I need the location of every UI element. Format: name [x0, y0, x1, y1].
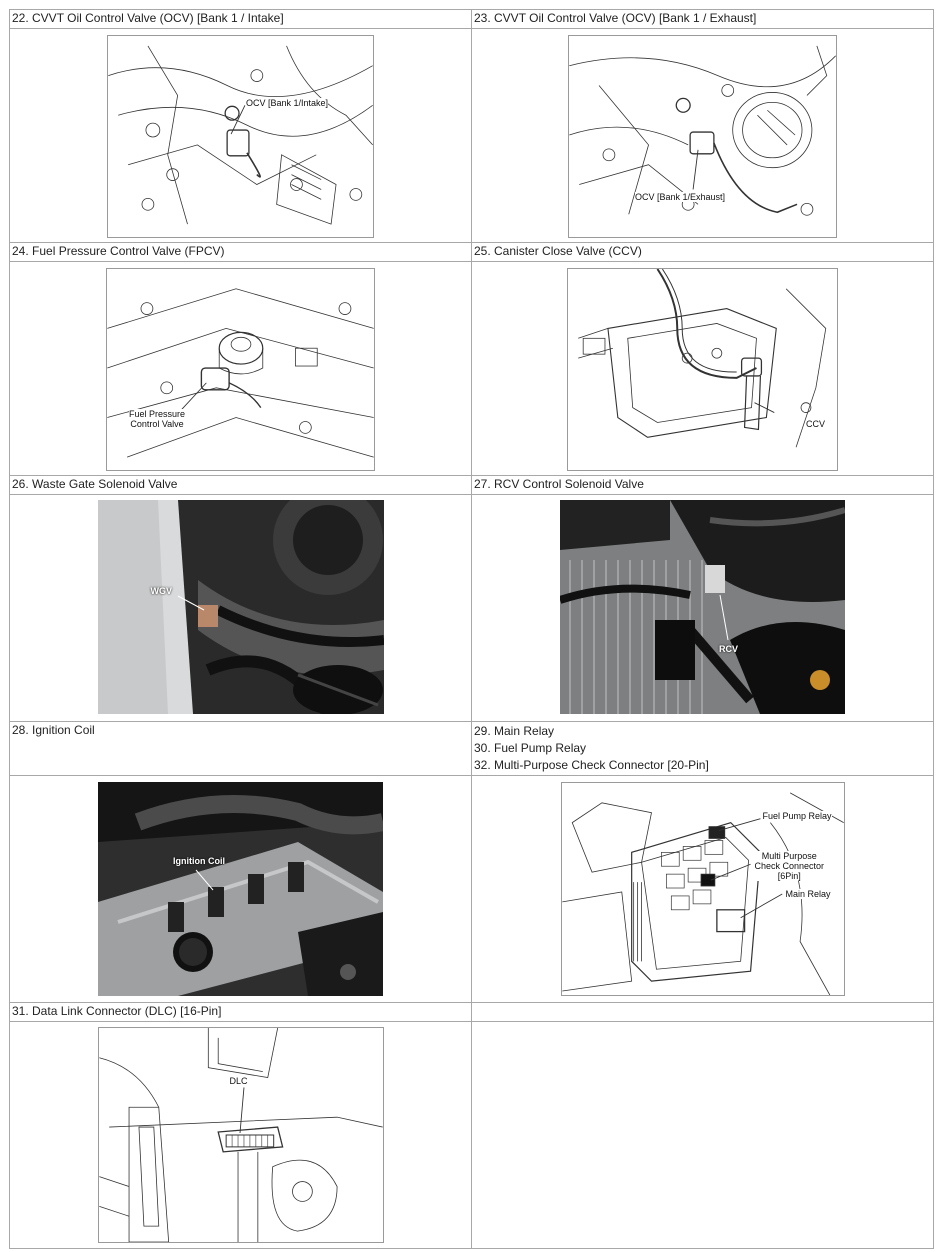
fpcv-callout: Fuel Pressure Control Valve — [129, 409, 186, 429]
component-location-table: 22. CVVT Oil Control Valve (OCV) [Bank 1… — [9, 9, 934, 1249]
ccv-diagram: CCV — [567, 268, 838, 471]
section-29-32-titles: 29. Main Relay 30. Fuel Pump Relay 32. M… — [471, 721, 934, 776]
section-25-title: 25. Canister Close Valve (CCV) — [471, 242, 934, 262]
wgv-callout: WGV — [150, 586, 173, 596]
ocv-exhaust-diagram: OCV [Bank 1/Exhaust] — [568, 35, 837, 238]
main-relay-callout: Main Relay — [785, 889, 831, 899]
ocv-exhaust-callout: OCV [Bank 1/Exhaust] — [635, 192, 726, 202]
section-26-title: 26. Waste Gate Solenoid Valve — [9, 475, 472, 495]
empty-cell-header — [471, 1002, 934, 1022]
section-28-title: 28. Ignition Coil — [9, 721, 472, 776]
ignition-coil-photo: Ignition Coil — [98, 782, 383, 996]
section-29-title: 29. Main Relay — [474, 724, 555, 738]
multi-purpose-connector-callout: Multi Purpose Check Connector [6Pin] — [754, 851, 825, 881]
dlc-callout: DLC — [229, 1076, 248, 1086]
empty-cell — [471, 1021, 934, 1249]
ocv-intake-diagram: OCV [Bank 1/Intake] — [107, 35, 374, 238]
wgv-photo: WGV — [97, 500, 384, 714]
fuel-pump-relay-callout: Fuel Pump Relay — [762, 811, 832, 821]
relay-box-diagram: Fuel Pump Relay Multi Purpose Check Conn… — [560, 782, 845, 996]
fpcv-diagram: Fuel Pressure Control Valve — [106, 268, 375, 471]
ccv-callout: CCV — [806, 419, 826, 429]
section-22-title: 22. CVVT Oil Control Valve (OCV) [Bank 1… — [9, 9, 472, 29]
section-30-title: 30. Fuel Pump Relay — [474, 741, 587, 755]
section-27-title: 27. RCV Control Solenoid Valve — [471, 475, 934, 495]
section-31-title: 31. Data Link Connector (DLC) [16-Pin] — [9, 1002, 472, 1022]
ocv-intake-callout: OCV [Bank 1/Intake] — [246, 98, 329, 108]
ignition-coil-callout: Ignition Coil — [173, 856, 225, 866]
rcv-callout: RCV — [719, 644, 739, 654]
section-32-title: 32. Multi-Purpose Check Connector [20-Pi… — [474, 758, 709, 772]
dlc-diagram: DLC — [97, 1027, 384, 1243]
section-23-title: 23. CVVT Oil Control Valve (OCV) [Bank 1… — [471, 9, 934, 29]
section-24-title: 24. Fuel Pressure Control Valve (FPCV) — [9, 242, 472, 262]
rcv-photo: RCV — [560, 500, 845, 714]
